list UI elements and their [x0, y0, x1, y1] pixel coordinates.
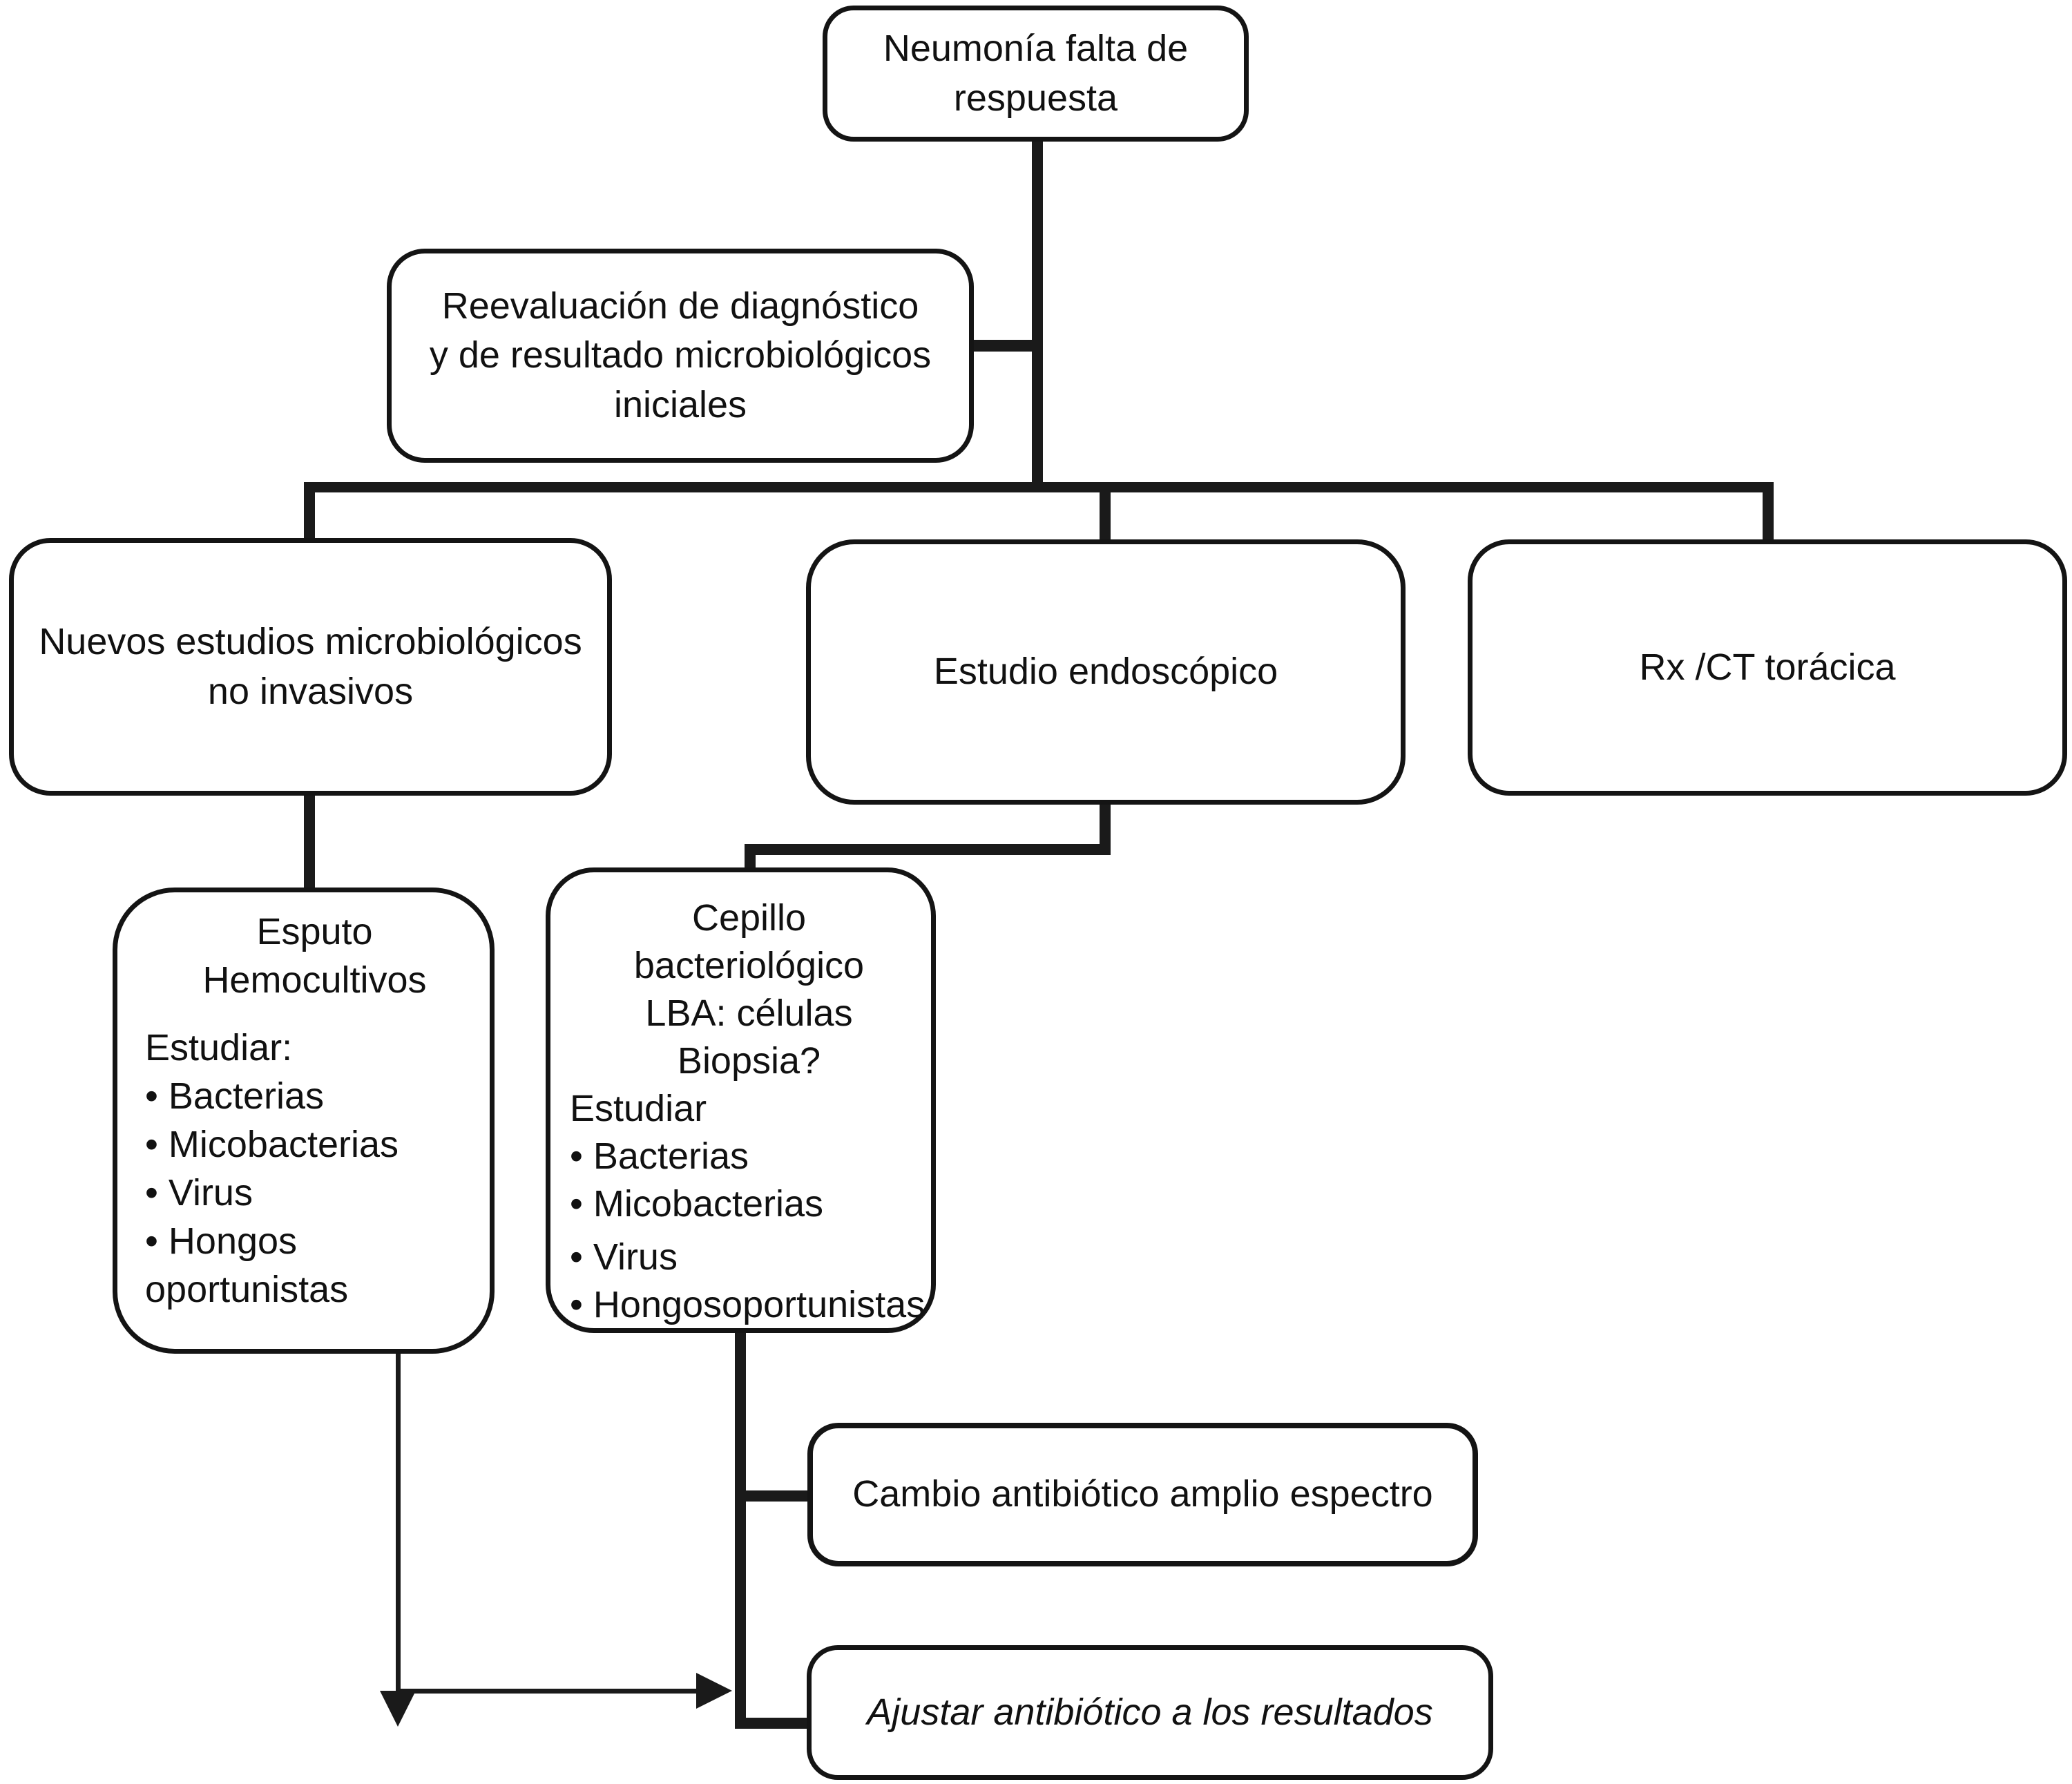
list-item: • Bacterias — [570, 1135, 749, 1177]
list-item: • Micobacterias — [145, 1124, 399, 1165]
flowchart-box-nuevos-estudios: Nuevos estudios microbiológicos no invas… — [9, 538, 612, 796]
connector-cepillo-down — [735, 1329, 746, 1729]
arrow-esputo-horizontal — [396, 1689, 698, 1694]
box-label-line: Cambio antibiótico amplio espectro — [852, 1473, 1433, 1515]
connector-nuevos-to-esputo — [304, 792, 315, 892]
list-item: • Hongos — [145, 1220, 298, 1262]
flowchart-box-ajustar-antibiotico: Ajustar antibiótico a los resultados — [807, 1645, 1493, 1780]
arrow-esputo-vertical — [396, 1351, 401, 1694]
list-item: • Virus — [570, 1236, 678, 1278]
connector-endoscopico-elbow-horizontal — [745, 844, 1111, 855]
connector-reevaluacion-stub — [968, 340, 1037, 352]
connector-trunk-vertical — [1032, 138, 1043, 487]
box-title-line: Cepillo — [691, 897, 807, 939]
box-label-line: Ajustar antibiótico a los resultados — [867, 1691, 1433, 1733]
box-label-line: iniciales — [613, 383, 747, 425]
box-label-line: Neumonía falta de — [883, 28, 1189, 70]
box-title-line: Hemocultivos — [202, 959, 427, 1001]
box-label-line: Reevaluación de diagnóstico — [441, 285, 919, 327]
box-label-line: Estudio endoscópico — [933, 651, 1278, 693]
box-subtitle: Estudiar — [570, 1088, 707, 1129]
flowchart-box-rx-ct: Rx /CT torácica — [1468, 539, 2067, 796]
flowchart-box-esputo: Esputo Hemocultivos Estudiar: • Bacteria… — [113, 888, 495, 1354]
list-item: • Hongosoportunistas — [570, 1284, 925, 1325]
flowchart-box-estudio-endoscopico: Estudio endoscópico — [806, 539, 1406, 805]
arrowhead-down-icon — [380, 1691, 416, 1727]
box-label-line: Rx /CT torácica — [1639, 646, 1896, 688]
list-item-continuation: oportunistas — [145, 1269, 349, 1310]
arrowhead-right-icon — [696, 1673, 732, 1709]
connector-stub-right — [1763, 490, 1774, 544]
flowchart-box-reevaluacion: Reevaluación de diagnóstico y de resulta… — [387, 249, 974, 463]
box-title-line: bacteriológico — [633, 945, 865, 986]
box-title-line: Esputo — [256, 911, 373, 952]
connector-ajustar-stub — [735, 1718, 812, 1729]
box-label-line: respuesta — [953, 77, 1118, 119]
connector-stub-left — [304, 490, 315, 543]
flowchart-box-neumonia: Neumonía falta de respuesta — [823, 6, 1249, 142]
flowchart-box-cambio-antibiotico: Cambio antibiótico amplio espectro — [807, 1423, 1478, 1566]
connector-stub-center — [1100, 490, 1111, 544]
connector-distribution-bar — [304, 482, 1774, 492]
box-label-line: y de resultado microbiológicos — [429, 334, 932, 376]
list-item: • Virus — [145, 1172, 253, 1214]
box-label-line: no invasivos — [207, 670, 414, 712]
box-label-line: Nuevos estudios microbiológicos — [39, 621, 582, 663]
flowchart-box-cepillo: Cepillo bacteriológico LBA: células Biop… — [546, 867, 936, 1333]
box-title-line: LBA: células — [645, 992, 853, 1034]
box-subtitle: Estudiar: — [145, 1027, 293, 1068]
box-title-line: Biopsia? — [677, 1040, 821, 1082]
connector-endoscopico-down — [1100, 800, 1111, 855]
connector-cambio-stub — [735, 1490, 812, 1502]
list-item: • Micobacterias — [570, 1183, 824, 1225]
list-item: • Bacterias — [145, 1075, 325, 1117]
